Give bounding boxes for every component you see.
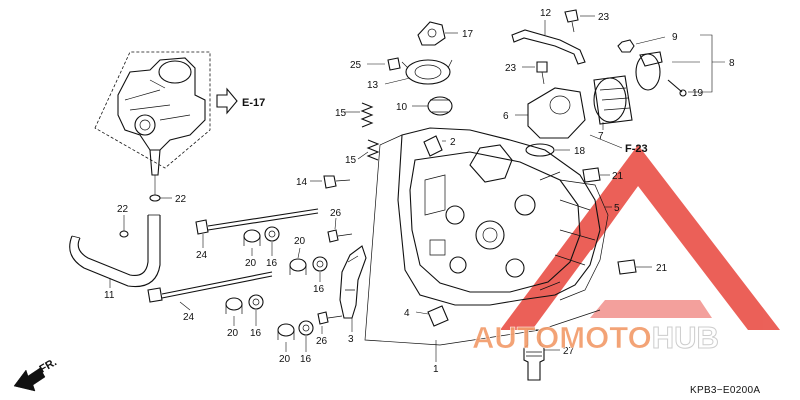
part-22-clip-a	[149, 194, 172, 202]
callout-4: 4	[404, 308, 410, 319]
callout-16-a: 16	[266, 258, 278, 269]
watermark-text-secondary: HUB	[652, 320, 719, 355]
ref-e17: E-17	[216, 87, 265, 115]
part-21-dowel-b	[617, 259, 652, 275]
part-16-washer-a	[264, 226, 280, 256]
callout-22-a: 22	[175, 194, 187, 205]
part-24-stud-a	[195, 208, 319, 248]
part-22-clip-b	[119, 215, 129, 238]
callout-6: 6	[503, 111, 509, 122]
part-9-nut	[617, 36, 666, 53]
part-20-nut-d	[277, 323, 295, 352]
callout-17: 17	[462, 29, 474, 40]
drawing-code: KPB3−E0200A	[690, 385, 760, 396]
callout-12: 12	[540, 8, 552, 19]
callout-11: 11	[104, 290, 115, 301]
part-15-spring-a	[345, 102, 374, 128]
callout-20-a: 20	[245, 258, 257, 269]
part-15-spring-b	[357, 139, 380, 161]
part-7-joint	[593, 75, 633, 130]
part-16-washer-d	[298, 320, 314, 352]
callout-20-c: 20	[227, 328, 239, 339]
callout-7: 7	[598, 131, 604, 142]
callout-25: 25	[350, 60, 362, 71]
callout-18: 18	[574, 146, 586, 157]
part-16-washer-b	[312, 256, 328, 282]
part-20-nut-c	[225, 297, 243, 326]
part-4-dowel	[415, 305, 449, 327]
ref-f23-leader	[589, 134, 623, 149]
svg-text:AUTOMOTOHUB: AUTOMOTOHUB	[472, 320, 719, 355]
part-2-dowel	[423, 135, 446, 157]
part-23-bolt-top	[564, 9, 595, 33]
callout-labels: 17 12 23 9 8 19 25 13 23 10 15 6 7 2 18 …	[104, 8, 735, 375]
part-24-stud-b	[147, 271, 273, 311]
callout-21-b: 21	[656, 263, 668, 274]
part-19-screw	[667, 79, 698, 97]
callout-2: 2	[450, 137, 456, 148]
part-8-clamp	[635, 51, 700, 91]
callout-1: 1	[433, 364, 439, 375]
part-5-gasket	[559, 179, 612, 301]
watermark-text-primary: AUTOMOTO	[472, 320, 652, 355]
front-indicator-label: FR.	[38, 356, 59, 375]
callout-24-a: 24	[196, 250, 208, 261]
callout-15-a: 15	[335, 108, 347, 119]
part-3-guide	[339, 245, 367, 332]
callout-8: 8	[729, 58, 735, 69]
part-12-pipe	[511, 20, 586, 65]
part-13-cap	[384, 59, 453, 85]
callout-5: 5	[614, 203, 620, 214]
part-17-sensor	[417, 21, 458, 46]
part-6-insulator	[515, 87, 586, 139]
callout-26-b: 26	[316, 336, 328, 347]
callout-20-b: 20	[294, 236, 306, 247]
part-11-hose	[69, 214, 161, 288]
callout-19: 19	[692, 88, 704, 99]
part-27-spark-plug	[523, 329, 560, 381]
callout-9: 9	[672, 32, 678, 43]
ref-e17-label: E-17	[242, 97, 265, 109]
callout-20-d: 20	[279, 354, 291, 365]
carburettor-assembly	[94, 51, 211, 195]
callout-14: 14	[296, 177, 308, 188]
part-23-bolt-mid	[522, 61, 548, 85]
part-18-oring	[525, 143, 570, 157]
callout-16-d: 16	[300, 354, 312, 365]
part-20-nut-b	[289, 247, 307, 275]
watermark-triangle	[500, 145, 780, 330]
callout-23-top: 23	[598, 12, 610, 23]
callout-15-b: 15	[345, 155, 357, 166]
callout-22-b: 22	[117, 204, 129, 215]
cylinder-head	[397, 127, 601, 306]
part-26-bolt-a	[327, 217, 353, 243]
ref-f23-label: F-23	[625, 143, 648, 155]
callout-10: 10	[396, 102, 408, 113]
callout-16-b: 16	[313, 284, 325, 295]
callout-16-c: 16	[250, 328, 262, 339]
part-16-washer-c	[248, 294, 264, 326]
part-14-bolt	[310, 175, 351, 189]
part-25-bolt	[367, 57, 401, 71]
watermark-logo: AUTOMOTOHUB	[472, 320, 720, 356]
callout-23-mid: 23	[505, 63, 517, 74]
callout-26-a: 26	[330, 208, 342, 219]
part-26-bolt-b	[317, 311, 343, 334]
callout-bracket	[700, 34, 725, 93]
callout-24-b: 24	[183, 312, 195, 323]
part-21-dowel-a	[582, 167, 610, 183]
part-10-thermostat	[412, 96, 453, 116]
front-arrow-icon: FR.	[13, 356, 59, 392]
callout-27: 27	[563, 346, 575, 357]
callout-3: 3	[348, 334, 354, 345]
callout-13: 13	[367, 80, 379, 91]
part-20-nut-a	[243, 229, 261, 256]
callout-21-a: 21	[612, 171, 624, 182]
